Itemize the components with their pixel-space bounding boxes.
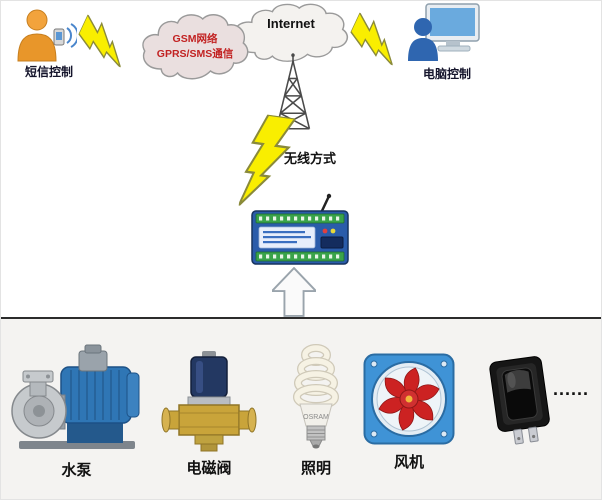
rocker-switch-icon: [481, 349, 559, 446]
up-arrow-icon: [269, 266, 319, 317]
gsm-network-label: GSM网络 GPRS/SMS通信: [137, 32, 253, 61]
lightning-bolt-left-icon: [73, 13, 134, 68]
sms-control-label: 短信控制: [24, 65, 73, 79]
lighting-label: 照明: [300, 460, 331, 477]
section-divider: [1, 317, 601, 319]
lightning-bolt-down-icon: [237, 112, 298, 211]
computer-user-icon: [406, 3, 481, 61]
internet-label: Internet: [267, 16, 315, 31]
solenoid-valve-label: 电磁阀: [186, 460, 232, 477]
more-devices-ellipsis: ......: [553, 379, 590, 399]
internet-cloud: Internet: [229, 1, 353, 65]
axial-fan-icon: [363, 353, 455, 445]
fan-label: 风机: [393, 454, 424, 471]
cfl-bulb-icon: OSRAM: [286, 341, 346, 451]
water-pump-icon: [9, 339, 144, 454]
gsm-label-line2: GPRS/SMS通信: [156, 47, 234, 60]
solenoid-valve-icon: [159, 351, 259, 453]
person-with-phone-icon: [13, 7, 79, 63]
pc-control-label: 电脑控制: [422, 67, 471, 81]
gsm-network-cloud: GSM网络 GPRS/SMS通信: [137, 11, 253, 83]
device-layer: 水泵 电磁阀: [1, 319, 601, 499]
water-pump-label: 水泵: [61, 462, 92, 479]
lightning-bolt-right-icon: [345, 11, 406, 66]
antenna-tower-icon: [264, 53, 322, 131]
gsm-label-line1: GSM网络: [172, 33, 218, 45]
gsm-controller-icon: [251, 193, 349, 265]
bulb-brand-text: OSRAM: [303, 414, 329, 421]
wireless-mode-label: 无线方式: [284, 151, 337, 166]
